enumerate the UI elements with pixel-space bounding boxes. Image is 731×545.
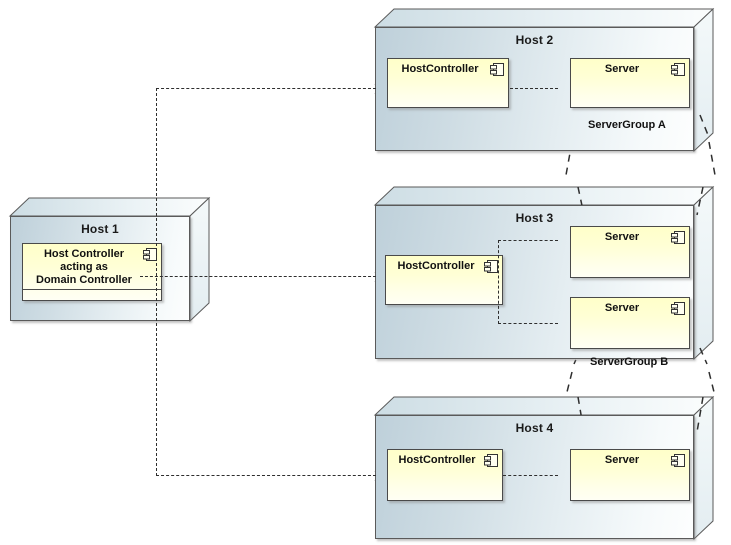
component-icon (484, 260, 498, 273)
component-host4-server-label: Server (604, 454, 640, 466)
server-group-b-label: ServerGroup B (590, 356, 669, 368)
component-compartment-divider (23, 289, 161, 290)
component-icon (671, 63, 685, 76)
connector-host3-hc-to-server-2 (498, 323, 558, 324)
component-host3-server-1[interactable]: Server (570, 226, 690, 278)
component-host1-hostcontroller-label: Host Controller acting as Domain Control… (36, 248, 132, 286)
server-group-a-label: ServerGroup A (588, 119, 666, 131)
component-icon (671, 454, 685, 467)
host1-label: Host 1 (81, 222, 119, 236)
component-icon (671, 231, 685, 244)
component-host2-hostcontroller[interactable]: HostController (387, 58, 509, 108)
connector-host1-to-host3 (140, 276, 376, 277)
component-host4-hostcontroller[interactable]: HostController (387, 449, 503, 501)
connector-host2-hc-to-server (510, 88, 558, 89)
host4-label: Host 4 (515, 421, 554, 435)
component-host3-hostcontroller-label: HostController (397, 260, 475, 272)
component-host4-hostcontroller-label: HostController (398, 454, 476, 466)
component-host3-server-2-label: Server (604, 302, 640, 314)
component-host1-hostcontroller[interactable]: Host Controller acting as Domain Control… (22, 243, 162, 301)
component-icon (490, 63, 504, 76)
component-host4-server[interactable]: Server (570, 449, 690, 501)
host2-3d-shell (373, 7, 715, 153)
component-host3-hostcontroller[interactable]: HostController (385, 255, 503, 305)
component-icon (671, 302, 685, 315)
component-icon (484, 454, 498, 467)
connector-host4-hc-to-server (503, 475, 558, 476)
connector-host1-to-host4 (156, 475, 376, 476)
connector-host1-to-host2 (156, 88, 376, 89)
host3-3d-shell (373, 185, 715, 361)
component-host2-hostcontroller-label: HostController (401, 63, 479, 75)
component-host3-server-2[interactable]: Server (570, 297, 690, 349)
host2-label: Host 2 (515, 33, 554, 47)
component-icon (143, 248, 157, 261)
host3-label: Host 3 (515, 211, 554, 225)
connector-host3-hc-to-server-1 (498, 240, 558, 241)
host1-3d-shell (8, 196, 211, 323)
component-host2-server-label: Server (604, 63, 640, 75)
connector-trunk-vertical (156, 88, 157, 476)
connector-host3-hc-branch (498, 240, 499, 324)
component-host3-server-1-label: Server (604, 231, 640, 243)
component-host2-server[interactable]: Server (570, 58, 690, 108)
host4-3d-shell (373, 395, 715, 541)
